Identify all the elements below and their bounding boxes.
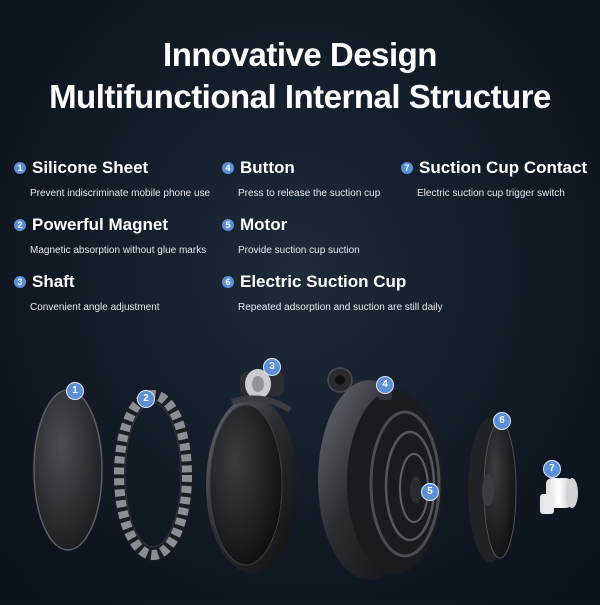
silicone-sheet-part xyxy=(33,389,103,551)
feature-description: Magnetic absorption without glue marks xyxy=(30,245,207,256)
part-badge-7: 7 xyxy=(543,460,561,478)
part-badge-3: 3 xyxy=(263,358,281,376)
suction-cup-contact-part xyxy=(540,478,578,514)
part-badge-1: 1 xyxy=(66,382,84,400)
title-line-1: Innovative Design xyxy=(163,36,437,73)
exploded-parts-view: 1 2 3 4 5 6 7 xyxy=(0,350,600,600)
shaft-holder-part xyxy=(206,369,298,573)
part-badge-2: 2 xyxy=(137,390,155,408)
feature-name: Electric Suction Cup xyxy=(240,272,407,291)
feature-name: Motor xyxy=(240,215,288,234)
feature-name: Silicone Sheet xyxy=(32,158,149,177)
number-badge-1: 1 xyxy=(14,162,26,174)
motor-housing-part xyxy=(318,367,443,580)
part-badge-6: 6 xyxy=(493,412,511,430)
part-badge-4: 4 xyxy=(376,376,394,394)
feature-name: Shaft xyxy=(32,272,75,291)
number-badge-6: 6 xyxy=(222,276,234,288)
feature-description: Prevent indiscriminate mobile phone use xyxy=(30,188,211,199)
feature-description: Press to release the suction cup xyxy=(238,188,381,199)
number-badge-4: 4 xyxy=(222,162,234,174)
number-badge-5: 5 xyxy=(222,219,234,231)
feature-description: Convenient angle adjustment xyxy=(30,302,160,313)
feature-button: 4 Button Press to release the suction cup xyxy=(222,158,412,199)
title-line-2: Multifunctional Internal Structure xyxy=(49,78,551,115)
feature-name: Button xyxy=(240,158,295,177)
number-badge-7: 7 xyxy=(401,162,413,174)
number-badge-3: 3 xyxy=(14,276,26,288)
feature-description: Provide suction cup suction xyxy=(238,245,360,256)
feature-name: Powerful Magnet xyxy=(32,215,169,234)
feature-electric-suction-cup: 6 Electric Suction Cup Repeated adsorptio… xyxy=(222,272,462,313)
feature-shaft: 3 Shaft Convenient angle adjustment xyxy=(14,272,204,313)
feature-description: Repeated adsorption and suction are stil… xyxy=(238,302,443,313)
parts-illustration xyxy=(33,367,578,580)
feature-description: Electric suction cup trigger switch xyxy=(417,188,565,199)
feature-motor: 5 Motor Provide suction cup suction xyxy=(222,215,412,256)
suction-cup-part xyxy=(468,418,517,562)
feature-silicone-sheet: 1 Silicone Sheet Prevent indiscriminate m… xyxy=(14,158,211,199)
magnet-ring-part xyxy=(113,389,193,561)
feature-powerful-magnet: 2 Powerful Magnet Magnetic absorption wit… xyxy=(14,215,207,256)
part-badge-5: 5 xyxy=(421,483,439,501)
feature-suction-cup-contact: 7 Suction Cup Contact Electric suction cu… xyxy=(401,158,591,199)
feature-name: Suction Cup Contact xyxy=(419,158,588,177)
number-badge-2: 2 xyxy=(14,219,26,231)
